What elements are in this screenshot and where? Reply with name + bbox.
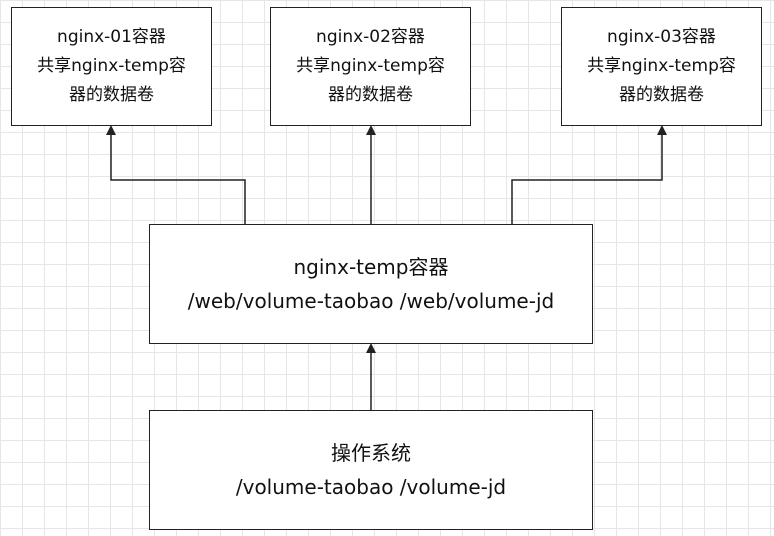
os-box: 操作系统 /volume-taobao /volume-jd <box>149 410 593 530</box>
nginx-02-desc-line1: 共享nginx-temp容 <box>296 56 445 76</box>
nginx-03-title: nginx-03容器 <box>607 27 716 47</box>
nginx-03-desc-line1: 共享nginx-temp容 <box>587 56 736 76</box>
nginx-01-desc-line2: 器的数据卷 <box>69 85 154 105</box>
arrow-temp-to-nginx01 <box>106 125 246 224</box>
nginx-01-desc-line1: 共享nginx-temp容 <box>37 56 186 76</box>
nginx-02-desc-line2: 器的数据卷 <box>328 85 413 105</box>
nginx-temp-volumes: /web/volume-taobao /web/volume-jd <box>187 289 555 313</box>
nginx-01-container-box: nginx-01容器 共享nginx-temp容 器的数据卷 <box>11 7 212 126</box>
nginx-03-container-box: nginx-03容器 共享nginx-temp容 器的数据卷 <box>561 7 762 126</box>
nginx-01-title: nginx-01容器 <box>57 27 166 47</box>
os-title: 操作系统 <box>331 441 411 465</box>
os-volumes: /volume-taobao /volume-jd <box>235 475 507 499</box>
nginx-temp-container-box: nginx-temp容器 /web/volume-taobao /web/vol… <box>149 224 593 344</box>
nginx-02-container-box: nginx-02容器 共享nginx-temp容 器的数据卷 <box>270 7 471 126</box>
nginx-03-desc-line2: 器的数据卷 <box>619 85 704 105</box>
nginx-temp-title: nginx-temp容器 <box>293 255 449 279</box>
arrow-temp-to-nginx03 <box>511 125 667 224</box>
nginx-02-title: nginx-02容器 <box>316 27 425 47</box>
